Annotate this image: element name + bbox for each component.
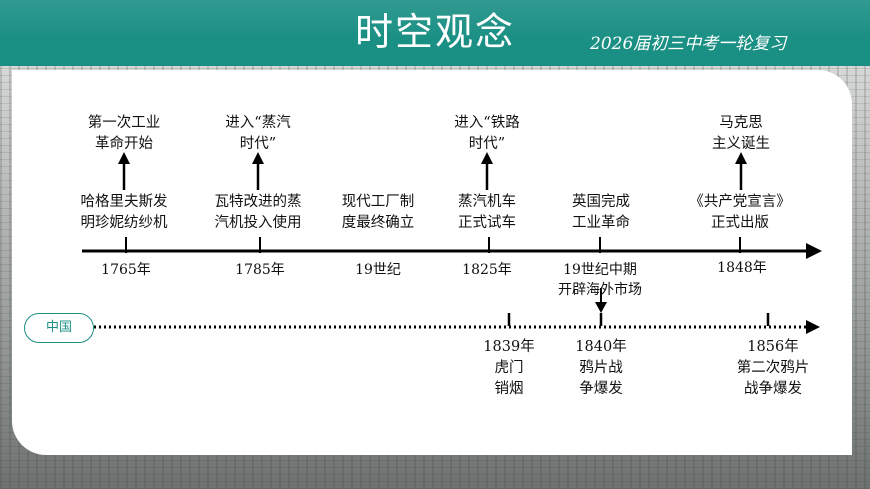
year-1848: 1848年 bbox=[717, 260, 767, 276]
arrowhead-1848 bbox=[735, 152, 747, 164]
overseas-markets: 开辟海外市场 bbox=[558, 282, 642, 298]
china-timeline-arrowhead bbox=[806, 320, 820, 334]
arrowhead-overseas bbox=[595, 302, 607, 313]
top-label-1765: 第一次工业革命开始 bbox=[87, 115, 161, 152]
arrowhead-1825 bbox=[481, 152, 493, 164]
event-19th-mid: 英国完成工业革命 bbox=[572, 194, 630, 231]
content-panel bbox=[12, 70, 852, 455]
event-1765: 哈格里夫斯发明珍妮纺纱机 bbox=[80, 194, 168, 231]
event-1825: 蒸汽机车正式试车 bbox=[458, 194, 516, 231]
event-1848: 《共产党宣言》正式出版 bbox=[689, 194, 791, 231]
top-label-1825: 进入“铁路时代” bbox=[454, 115, 520, 152]
top-label-1785: 进入“蒸汽时代” bbox=[225, 115, 291, 152]
top-label-1848: 马克思主义诞生 bbox=[712, 115, 770, 152]
year-1825: 1825年 bbox=[462, 262, 512, 278]
world-timeline-arrowhead bbox=[806, 243, 822, 259]
arrowhead-1765 bbox=[118, 152, 130, 164]
page-title: 时空观念 bbox=[355, 10, 516, 54]
year-19th-mid: 19世纪中期 bbox=[563, 262, 637, 278]
arrowhead-1785 bbox=[252, 152, 264, 164]
header-shine bbox=[0, 0, 870, 66]
page-subtitle: 2026届初三中考一轮复习 bbox=[590, 34, 787, 54]
china-event-1856: 1856年第二次鸦片战争爆发 bbox=[736, 339, 810, 397]
china-label: 中国 bbox=[24, 313, 94, 343]
year-1765: 1765年 bbox=[101, 262, 151, 278]
event-1785: 瓦特改进的蒸汽机投入使用 bbox=[214, 194, 302, 231]
event-19th: 现代工厂制度最终确立 bbox=[341, 194, 415, 231]
header-bar: 时空观念 2026届初三中考一轮复习 bbox=[0, 0, 870, 66]
china-event-1839: 1839年虎门销烟 bbox=[483, 339, 535, 397]
china-event-1840: 1840年鸦片战争爆发 bbox=[575, 339, 627, 397]
year-1785: 1785年 bbox=[235, 262, 285, 278]
year-19th: 19世纪 bbox=[355, 262, 401, 278]
